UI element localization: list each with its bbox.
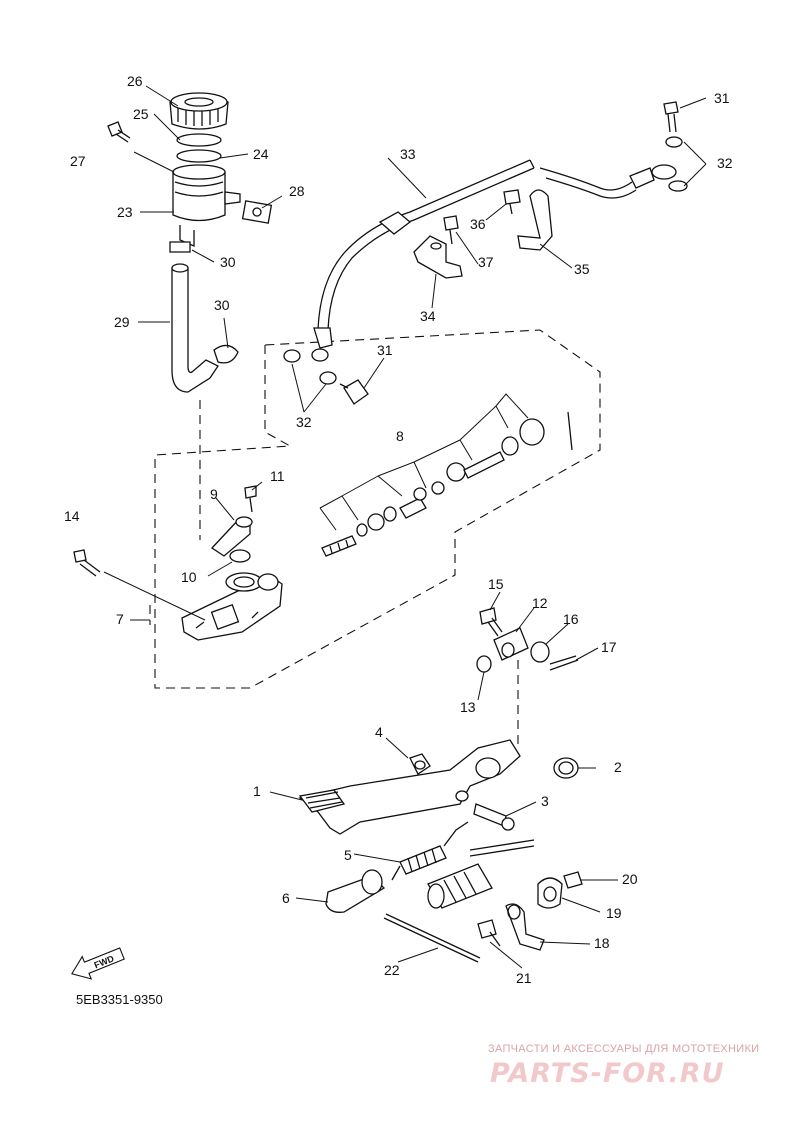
callout-numbers: 26 25 24 27 28 23 30 29 30 33 31 32 36 3…	[64, 73, 733, 986]
callout-37: 37	[478, 254, 494, 270]
callout-6: 6	[282, 890, 290, 906]
callout-1: 1	[253, 783, 261, 799]
clevis-assembly	[476, 607, 579, 673]
callout-29: 29	[114, 314, 130, 330]
callout-30-top: 30	[220, 254, 236, 270]
callout-11: 11	[270, 468, 285, 484]
fwd-label: FWD	[93, 953, 116, 970]
lower-fittings	[477, 871, 583, 951]
callout-24: 24	[253, 146, 269, 162]
brake-pedal-1	[298, 739, 579, 835]
callout-12: 12	[532, 595, 548, 611]
callout-20: 20	[622, 871, 638, 887]
callout-35: 35	[574, 261, 590, 277]
watermark-logo: ЗАПЧАСТИ И АКСЕССУАРЫ ДЛЯ МОТОТЕХНИКИ PA…	[488, 1043, 759, 1089]
leader-lines	[130, 85, 707, 969]
callout-5: 5	[344, 847, 352, 863]
callout-3: 3	[541, 793, 549, 809]
callout-15: 15	[488, 576, 504, 592]
callout-21: 21	[516, 970, 532, 986]
hose-bracket-assembly	[413, 189, 553, 279]
master-cylinder-7	[73, 481, 283, 641]
callout-19: 19	[606, 905, 622, 921]
callout-16: 16	[563, 611, 579, 627]
watermark-site: PARTS-FOR.RU	[490, 1058, 725, 1089]
callout-32-bottom: 32	[296, 414, 312, 430]
callout-8: 8	[396, 428, 404, 444]
callout-26: 26	[127, 73, 143, 89]
callout-13: 13	[460, 699, 476, 715]
pedal-lower-parts	[325, 803, 535, 963]
brake-hose-33	[283, 101, 688, 405]
callout-7: 7	[116, 611, 124, 627]
callout-18: 18	[594, 935, 610, 951]
reservoir-hose-29	[169, 241, 239, 393]
callout-30-bottom: 30	[214, 297, 230, 313]
callout-9: 9	[210, 486, 218, 502]
callout-34: 34	[420, 308, 436, 324]
callout-14: 14	[64, 508, 80, 524]
diagram-code: 5EB3351-9350	[76, 992, 163, 1007]
cylinder-kit-8	[319, 393, 573, 557]
watermark-tagline: ЗАПЧАСТИ И АКСЕССУАРЫ ДЛЯ МОТОТЕХНИКИ	[488, 1043, 759, 1055]
assembly-boundary-master-cylinder	[154, 329, 601, 689]
callout-36: 36	[470, 216, 486, 232]
callout-17: 17	[601, 639, 617, 655]
callout-28: 28	[289, 183, 305, 199]
callout-31-top: 31	[714, 90, 730, 106]
callout-4: 4	[375, 724, 383, 740]
fwd-arrow-icon: FWD	[71, 947, 125, 980]
callout-32-top: 32	[717, 155, 733, 171]
callout-33: 33	[400, 146, 416, 162]
callout-31-bottom: 31	[377, 342, 393, 358]
callout-27: 27	[70, 153, 86, 169]
callout-10: 10	[181, 569, 197, 585]
callout-25: 25	[133, 106, 149, 122]
callout-2: 2	[614, 759, 622, 775]
callout-22: 22	[384, 962, 400, 978]
reservoir-assembly	[107, 92, 273, 247]
callout-23: 23	[117, 204, 133, 220]
